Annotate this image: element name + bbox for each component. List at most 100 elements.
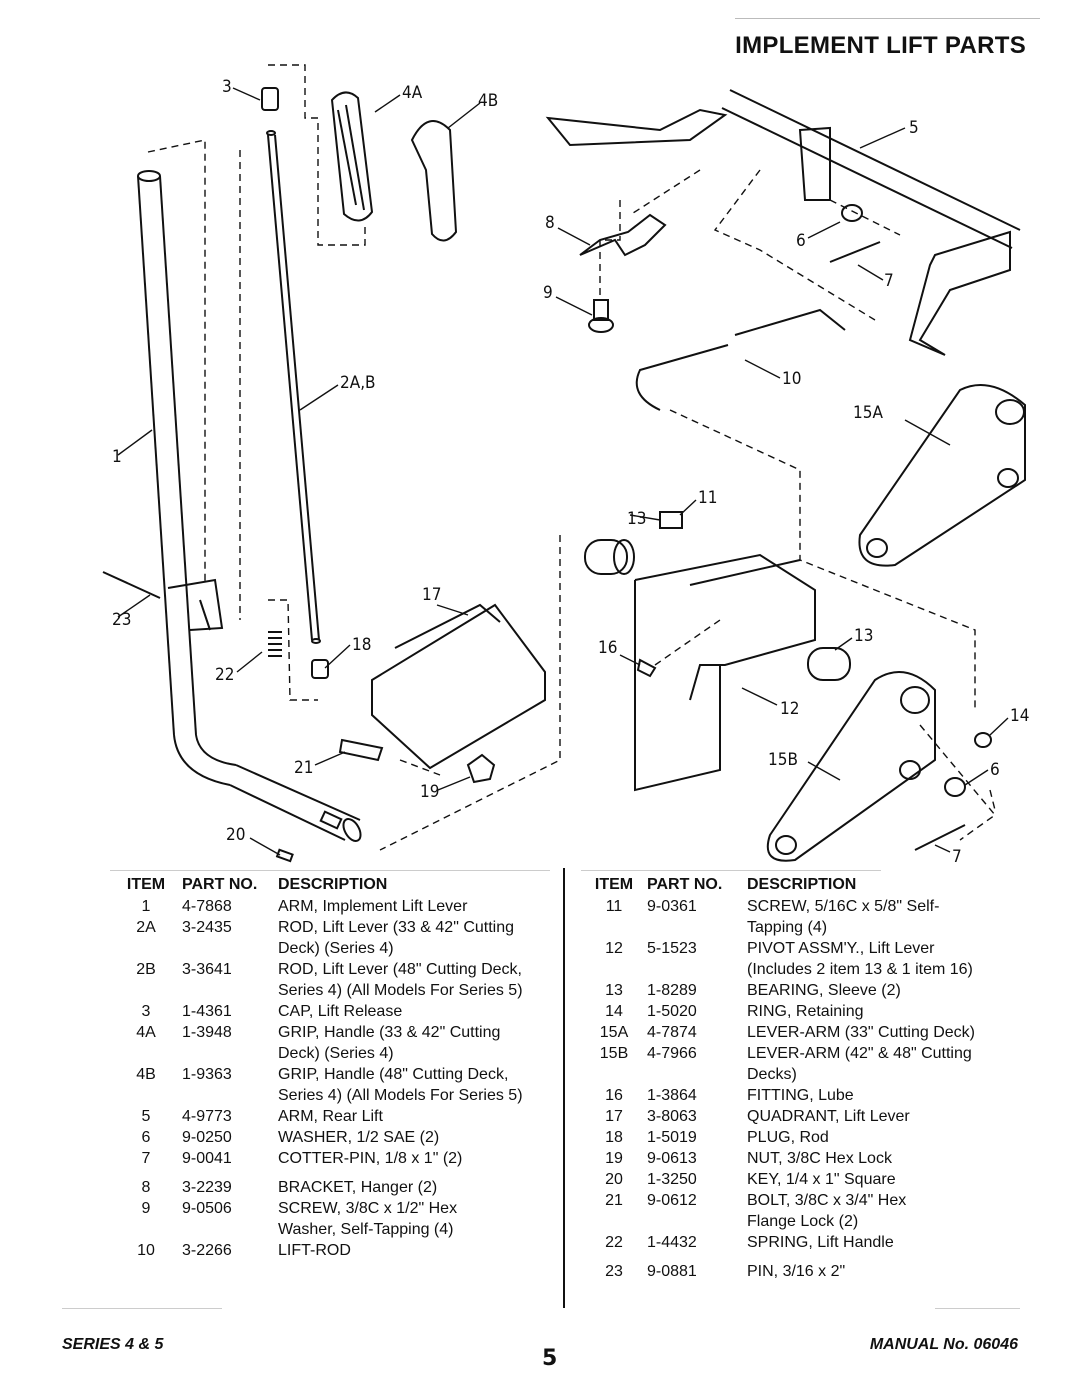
exploded-parts-diagram: 3 4A 4B 5 8 6 7 9 10 15A 2A,B 1 11 13 17… [102,64,1029,867]
part-description: LEVER-ARM (33" Cutting Deck) [747,1024,975,1041]
item-number [110,980,182,1001]
item-number: 2B [136,961,156,978]
part-number: 9-0613 [647,1150,697,1167]
item-number [110,1043,182,1064]
callout-3: 3 [222,77,232,97]
page-title: IMPLEMENT LIFT PARTS [735,32,1026,59]
header-description: DESCRIPTION [747,876,857,893]
item-number: 4B [136,1066,156,1083]
item-number: 15A [599,1024,629,1041]
item-number [110,1219,182,1240]
part-number: 9-0361 [647,898,697,915]
lever-arm-15a-part [858,384,1026,567]
item-number: 14 [605,1003,623,1020]
part-description: Series 4) (All Models For Series 5) [278,1087,523,1104]
item-number: 7 [141,1150,151,1167]
header-rule-right [581,870,881,871]
rear-lift-arm-part [545,89,1021,356]
part-description: GRIP, Handle (48" Cutting Deck, [278,1066,509,1083]
part-description: PIVOT ASSM'Y., Lift Lever [747,940,935,957]
item-number: 1 [141,898,151,915]
callout-7-upper: 7 [884,271,894,291]
part-number: 4-7868 [182,898,232,915]
lift-rod-part [266,130,321,644]
part-number: 1-4432 [647,1234,697,1251]
part-number: 1-4361 [182,1003,232,1020]
callout-17: 17 [422,585,441,605]
part-number: 3-2266 [182,1242,232,1259]
item-number: 16 [605,1087,623,1104]
part-number: 9-0250 [182,1129,232,1146]
callout-6-upper: 6 [796,231,806,251]
callout-1: 1 [112,447,122,467]
callout-12: 12 [780,699,799,719]
item-number: 22 [605,1234,623,1251]
part-description: KEY, 1/4 x 1" Square [747,1171,896,1188]
part-number: 1-3864 [647,1087,697,1104]
callout-5: 5 [909,118,919,138]
cap-part [261,87,279,111]
item-number [110,938,182,959]
footer-series: SERIES 4 & 5 [62,1336,164,1353]
part-number: 5-1523 [647,940,697,957]
part-description: Washer, Self-Tapping (4) [278,1221,454,1238]
part-number [647,1211,747,1232]
part-description: QUADRANT, Lift Lever [747,1108,910,1125]
part-number [182,938,278,959]
item-number: 15B [599,1045,629,1062]
table-header: ITEM PART NO. DESCRIPTION [581,874,1031,896]
footer-rule-right [935,1308,1020,1309]
part-description: Deck) (Series 4) [278,940,394,957]
header-part-no: PART NO. [647,876,723,893]
part-description: NUT, 3/8C Hex Lock [747,1150,892,1167]
part-description: GRIP, Handle (33 & 42" Cutting [278,1024,501,1041]
callout-15a: 15A [853,403,883,423]
callout-9: 9 [543,283,553,303]
item-number [581,1064,647,1085]
table-row-continuation: Series 4) (All Models For Series 5) [110,980,560,1001]
part-description: COTTER-PIN, 1/8 x 1" (2) [278,1150,463,1167]
footer-manual-number: MANUAL No. 06046 [869,1336,1018,1353]
part-number: 3-8063 [647,1108,697,1125]
table-row-continuation: Decks) [581,1064,1031,1085]
item-number: 13 [605,982,623,999]
part-description: ROD, Lift Lever (48" Cutting Deck, [278,961,522,978]
header-part-no: PART NO. [182,876,258,893]
item-number: 6 [141,1129,151,1146]
part-number: 3-2435 [182,919,232,936]
item-number: 9 [141,1200,151,1217]
table-row-continuation: Series 4) (All Models For Series 5) [110,1085,560,1106]
table-header: ITEM PART NO. DESCRIPTION [110,874,560,896]
callout-10: 10 [782,369,801,389]
callout-4a: 4A [402,83,423,103]
callout-6-lower: 6 [990,760,1000,780]
header-item: ITEM [126,876,166,893]
part-description: SCREW, 3/8C x 1/2" Hex [278,1200,458,1217]
part-description: LIFT-ROD [278,1242,351,1259]
part-number: 1-8289 [647,982,697,999]
part-number: 1-5019 [647,1129,697,1146]
callout-4b: 4B [478,91,498,111]
part-description: SCREW, 5/16C x 5/8" Self- [747,898,940,915]
item-number: 4A [136,1024,156,1041]
callout-19: 19 [420,782,439,802]
part-number [182,1043,278,1064]
part-description: PIN, 3/16 x 2" [747,1263,846,1280]
part-number: 1-3250 [647,1171,697,1188]
